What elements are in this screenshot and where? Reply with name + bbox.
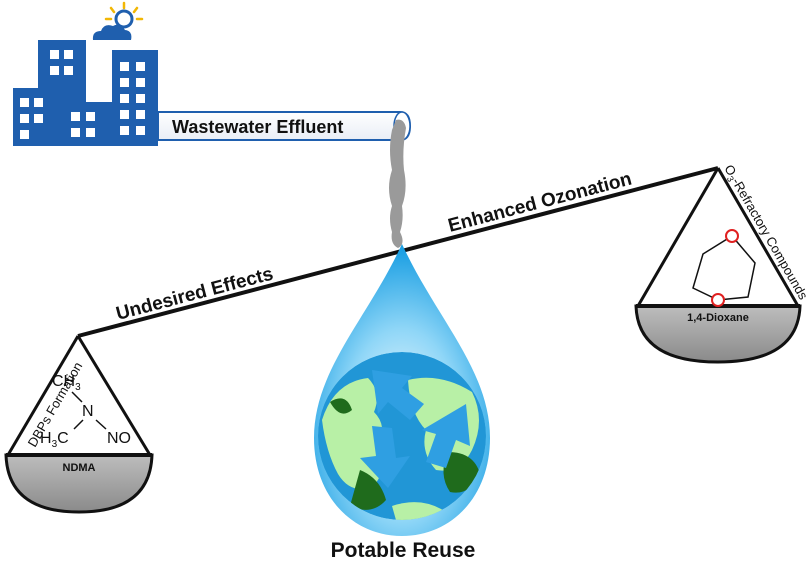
sun-cloud-icon (92, 1, 144, 40)
center-label: Potable Reuse (331, 539, 476, 562)
left-scale-pan (4, 335, 154, 514)
left-compound-name: NDMA (63, 462, 96, 474)
svg-text:CH3: CH3 (52, 373, 81, 393)
beam-right-label: Enhanced Ozonation (446, 169, 634, 237)
right-compound-name: 1,4-Dioxane (687, 312, 749, 324)
right-scale-pan (634, 167, 802, 364)
recycle-arrows-icon (360, 370, 470, 488)
water-stream (389, 119, 406, 249)
city-buildings-icon (13, 40, 158, 146)
svg-text:H3C: H3C (40, 430, 69, 450)
ndma-structure: CH3 N H3C NO (40, 373, 131, 450)
svg-text:NO: NO (107, 430, 131, 447)
svg-text:N: N (82, 403, 94, 420)
beam-left-label: Undesired Effects (114, 264, 276, 325)
dioxane-structure (692, 229, 756, 307)
balance-beam (77, 166, 719, 338)
pipe-label: Wastewater Effluent (172, 117, 343, 137)
